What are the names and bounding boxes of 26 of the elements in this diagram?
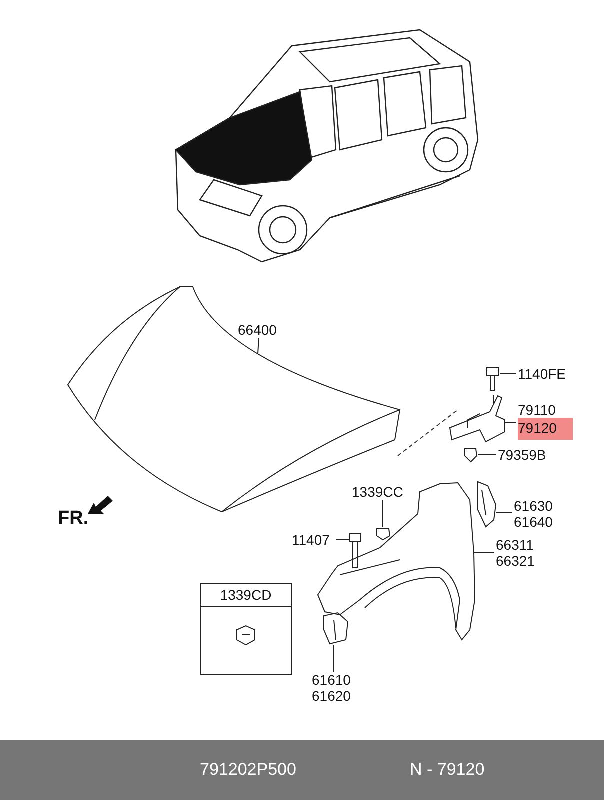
part-number: 1339CD xyxy=(219,587,273,603)
leader-line xyxy=(496,512,512,514)
leader-line xyxy=(478,454,496,456)
part-number: 1339CC xyxy=(352,484,404,500)
leader-line xyxy=(382,500,384,528)
nut-drawing xyxy=(463,447,478,463)
leader-line xyxy=(258,338,260,354)
part-number: 1140FE xyxy=(518,366,566,382)
part-number: 11407 xyxy=(292,532,330,548)
part-number: 79120 xyxy=(518,418,573,440)
part-number: 66311 66321 xyxy=(496,537,542,569)
leader-line xyxy=(474,552,494,554)
part-number: 79110 xyxy=(518,402,557,418)
part-number: 79359B xyxy=(498,447,546,463)
direction-label: FR. xyxy=(58,508,89,530)
footer-text: 791202P500 xyxy=(200,760,296,780)
bolt-drawing xyxy=(349,532,362,570)
inset-box xyxy=(200,583,292,675)
nut-drawing xyxy=(234,624,258,648)
footer-text: N - 79120 xyxy=(410,760,485,780)
clip-drawing xyxy=(376,527,391,541)
leader-line xyxy=(504,422,516,424)
part-number: 61610 61620 xyxy=(312,672,358,704)
part-number: 61630 61640 xyxy=(514,498,560,530)
part-number: 66400 xyxy=(238,322,277,338)
bracket-drawing xyxy=(322,612,350,645)
